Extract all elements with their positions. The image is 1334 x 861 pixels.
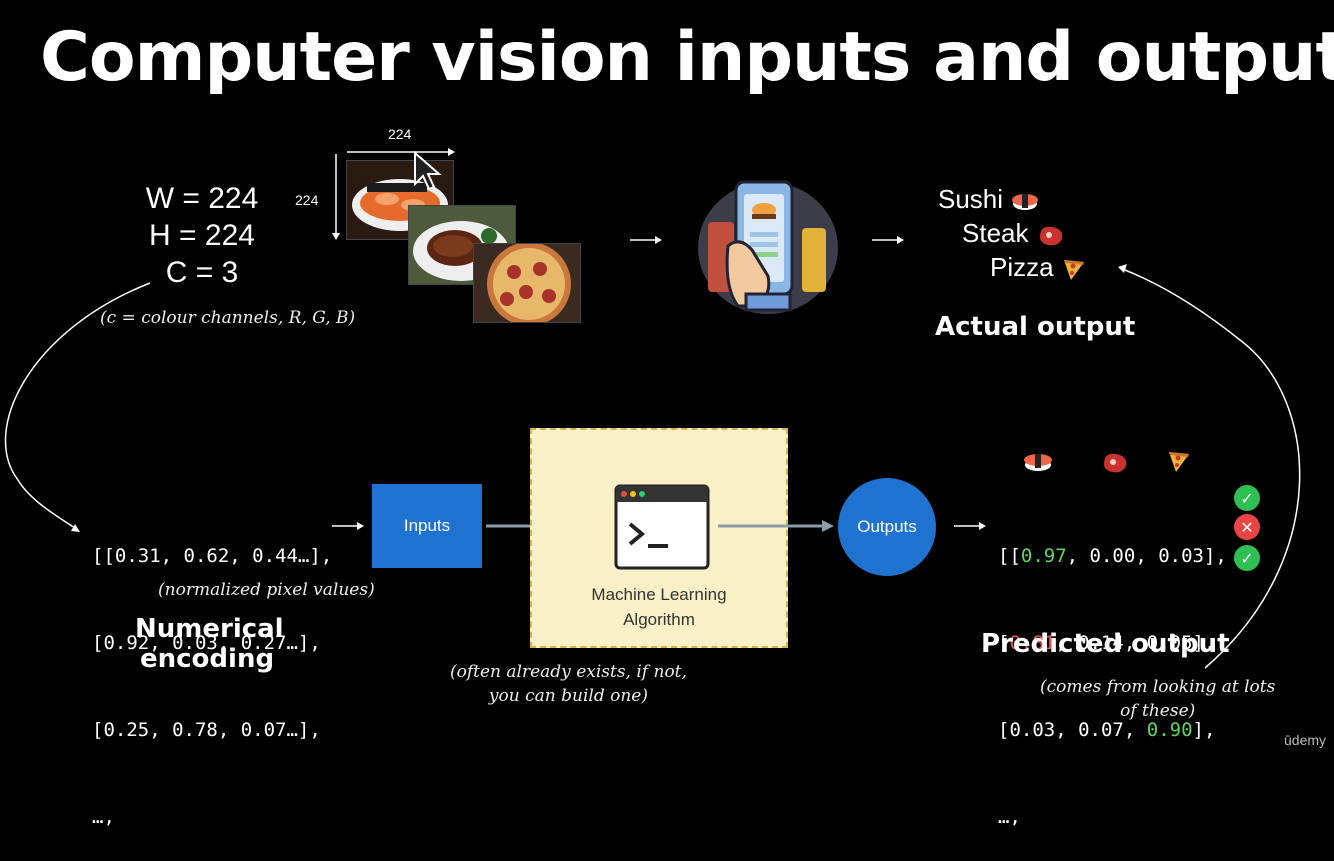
encoding-row: [[0.31, 0.62, 0.44…], (92, 545, 333, 567)
ml-note-line2: you can build one) (488, 686, 648, 706)
phone-food-app-icon (698, 180, 838, 314)
pred-value: 0.05 (1146, 632, 1193, 654)
ml-note-line1: (often already exists, if not, (450, 662, 687, 682)
arrow-outputs-to-predicted (954, 522, 986, 530)
height-label: 224 (295, 192, 319, 208)
predicted-note: (comes from looking at lots of these) (1040, 675, 1275, 723)
predicted-note-line1: (comes from looking at lots (1040, 677, 1276, 697)
width-dim: W = 224 (145, 182, 259, 215)
predicted-row: [[0.97, 0.00, 0.03], (998, 545, 1227, 567)
pred-value: 0.14 (1078, 632, 1124, 654)
predicted-output-label: Predicted output (981, 629, 1230, 659)
pred-value: 0.81 (1009, 632, 1056, 654)
cursor-icon (414, 150, 442, 191)
size-arrows (332, 148, 455, 240)
numerical-encoding-label: Numerical encoding (135, 614, 284, 674)
pred-value: 0.97 (1020, 545, 1067, 567)
check-icon: ✓ (1234, 485, 1260, 511)
ml-note: (often already exists, if not, you can b… (450, 660, 687, 708)
channel-note: (c = colour channels, R, G, B) (100, 308, 356, 328)
steak-icon (1039, 226, 1063, 246)
pred-value: 0.03 (1009, 719, 1056, 741)
connector-curves (4, 264, 1301, 669)
cross-icon: ✕ (1234, 514, 1260, 540)
sushi-icon (1024, 454, 1052, 471)
check-icon: ✓ (1234, 545, 1260, 571)
width-label: 224 (388, 126, 412, 142)
actual-output-steak: Steak (962, 218, 1066, 249)
pred-value: 0.90 (1146, 719, 1193, 741)
predicted-note-line2: of these) (1120, 701, 1196, 721)
pizza-icon (1063, 260, 1084, 281)
actual-item-steak: Steak (962, 218, 1029, 248)
encoding-row: [0.25, 0.78, 0.07…], (92, 719, 321, 741)
actual-item-pizza: Pizza (990, 252, 1054, 282)
actual-output-pizza: Pizza (990, 252, 1087, 283)
actual-output-sushi: Sushi (938, 184, 1040, 215)
ml-label: Machine Learning Algorithm (532, 582, 786, 632)
pizza-icon (1169, 452, 1189, 472)
udemy-watermark: ūdemy (1284, 732, 1327, 748)
sushi-icon (1012, 194, 1039, 211)
encoding-row: …, (92, 806, 115, 828)
numerical-encoding-values: [[0.31, 0.62, 0.44…], [0.92, 0.03, 0.27…… (92, 484, 332, 861)
image-dimensions: W = 224 H = 224 C = 3 (122, 180, 282, 291)
arrow-ml-to-outputs (718, 520, 834, 532)
terminal-icon (614, 484, 710, 570)
predicted-row: [0.81, 0.14, 0.05], (998, 632, 1216, 654)
predicted-row: [0.03, 0.07, 0.90], (998, 719, 1216, 741)
ml-algorithm-box: Machine Learning Algorithm (530, 428, 788, 648)
pred-value: 0.07 (1078, 719, 1124, 741)
height-dim: H = 224 (149, 219, 255, 252)
inputs-box: Inputs (372, 484, 482, 568)
predicted-ellipsis: …, (998, 806, 1021, 828)
actual-item-sushi: Sushi (938, 184, 1004, 214)
ml-label-line2: Algorithm (623, 610, 695, 629)
arrow-app-to-actual (872, 236, 904, 244)
arrow-photos-to-app (630, 236, 662, 244)
page-title: Computer vision inputs and outputs (40, 18, 1334, 97)
steak-icon (1104, 453, 1127, 473)
outputs-circle: Outputs (838, 478, 936, 576)
actual-output-label: Actual output (935, 312, 1136, 342)
ml-label-line1: Machine Learning (591, 585, 727, 604)
pred-value: 0.03 (1158, 545, 1204, 567)
encoding-note: (normalized pixel values) (158, 580, 375, 600)
numerical-label-line1: Numerical (135, 614, 284, 644)
encoding-row: [0.92, 0.03, 0.27…], (92, 632, 321, 654)
arrow-encoding-to-inputs (332, 522, 364, 530)
predicted-values: [[0.97, 0.00, 0.03], [0.81, 0.14, 0.05],… (998, 484, 1227, 861)
pred-value: 0.00 (1089, 545, 1136, 567)
numerical-label-line2: encoding (140, 644, 275, 674)
pizza-photo (473, 243, 581, 323)
channels-dim: C = 3 (165, 256, 239, 289)
